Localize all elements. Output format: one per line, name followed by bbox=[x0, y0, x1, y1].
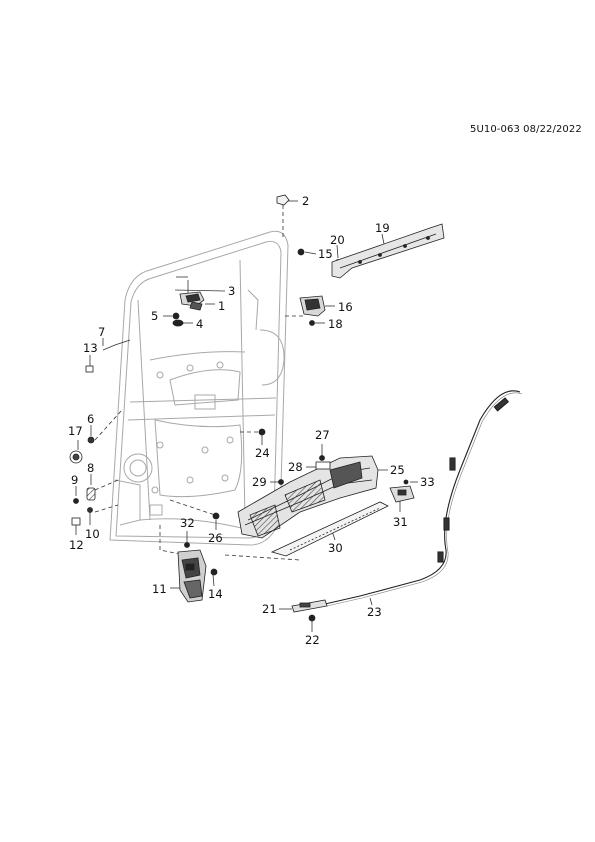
callout-17: 17 bbox=[68, 424, 83, 438]
callout-33: 33 bbox=[420, 475, 435, 489]
callout-16: 16 bbox=[338, 300, 353, 314]
callout-21: 21 bbox=[262, 602, 277, 616]
callout-24: 24 bbox=[255, 446, 270, 460]
callout-5: 5 bbox=[151, 309, 158, 323]
document-id: 5U10-063 08/22/2022 bbox=[470, 124, 582, 135]
lower-trim-module bbox=[237, 455, 389, 557]
callout-1: 1 bbox=[218, 299, 225, 313]
callout-28: 28 bbox=[288, 460, 303, 474]
callout-13: 13 bbox=[83, 341, 98, 355]
callout-15: 15 bbox=[318, 247, 333, 261]
callout-14: 14 bbox=[208, 587, 223, 601]
callout-23: 23 bbox=[367, 605, 382, 619]
callout-8: 8 bbox=[87, 461, 94, 475]
lower-hinge-assembly bbox=[299, 295, 326, 317]
callout-3: 3 bbox=[228, 284, 235, 298]
callout-labels: 1 2 3 4 5 6 7 8 9 10 11 12 13 14 15 16 1… bbox=[68, 194, 435, 647]
upper-rail-part bbox=[331, 223, 445, 279]
callout-19: 19 bbox=[375, 221, 390, 235]
callout-25: 25 bbox=[390, 463, 405, 477]
callout-22: 22 bbox=[305, 633, 320, 647]
callout-31: 31 bbox=[393, 515, 408, 529]
callout-18: 18 bbox=[328, 317, 343, 331]
door-latch-assembly bbox=[177, 549, 207, 603]
callout-9: 9 bbox=[71, 473, 78, 487]
door-frame-illustration bbox=[109, 230, 289, 546]
callout-2: 2 bbox=[302, 194, 309, 208]
callout-4: 4 bbox=[196, 317, 203, 331]
callout-20: 20 bbox=[330, 233, 345, 247]
callout-12: 12 bbox=[69, 538, 84, 552]
callout-26: 26 bbox=[208, 531, 223, 545]
hardware-parts bbox=[69, 194, 409, 622]
upper-hinge-assembly bbox=[179, 291, 205, 311]
callout-29: 29 bbox=[252, 475, 267, 489]
callout-7: 7 bbox=[98, 325, 105, 339]
callout-32: 32 bbox=[180, 516, 195, 530]
handle-link-part bbox=[291, 599, 328, 613]
callout-6: 6 bbox=[87, 412, 94, 426]
callout-30: 30 bbox=[328, 541, 343, 555]
release-cable bbox=[324, 390, 523, 607]
bracket-part bbox=[389, 485, 415, 503]
callout-10: 10 bbox=[85, 527, 100, 541]
callout-27: 27 bbox=[315, 428, 330, 442]
leader-lines bbox=[75, 200, 418, 632]
callout-11: 11 bbox=[152, 582, 167, 596]
